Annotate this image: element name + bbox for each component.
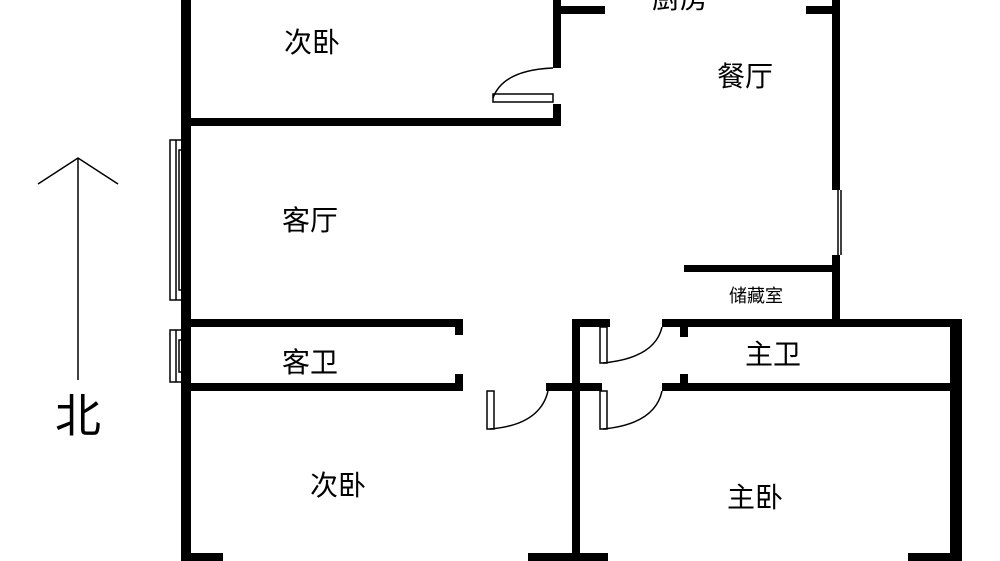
doors <box>486 67 663 430</box>
wall-storage-top <box>684 265 838 272</box>
wall-bottom-mid <box>528 553 608 561</box>
room-label-storage: 储藏室 <box>729 286 783 307</box>
window-living-room <box>169 139 188 301</box>
north-label: 北 <box>55 389 101 443</box>
north-arrow-head-icon <box>37 157 119 185</box>
wall-left-outer <box>181 0 191 561</box>
wall-master-bath-top <box>572 319 610 327</box>
room-label-kitchen: 厨房 <box>652 0 708 15</box>
wall-master-bath-inner-bottom <box>680 374 688 390</box>
wall-right-outer <box>950 319 962 561</box>
walls <box>181 0 962 561</box>
windows <box>169 139 842 383</box>
room-label-dining: 餐厅 <box>717 60 773 93</box>
room-label-bedroom-top: 次卧 <box>284 26 340 59</box>
door-bedroom-top <box>492 67 554 103</box>
wall-bottom-right <box>908 553 962 561</box>
wall-bedroom-bottom-top-right <box>546 383 580 391</box>
wall-guest-bath-bottom <box>181 383 463 391</box>
north-arrow <box>37 157 119 380</box>
window-guest-bath <box>169 329 188 383</box>
wall-guest-bath-right-bottom <box>455 374 463 390</box>
door-master-bath <box>599 326 663 364</box>
wall-guest-bath-top <box>181 319 463 327</box>
wall-master-bath-bottom-left <box>572 383 602 391</box>
room-label-bedroom-bottom: 次卧 <box>310 469 366 502</box>
wall-dining-right <box>832 0 840 190</box>
room-label-master-bath: 主卫 <box>745 338 801 371</box>
wall-storage-right <box>832 255 840 327</box>
wall-bottom-left <box>181 553 223 561</box>
wall-central-vertical <box>572 319 580 561</box>
opening-dining-right <box>837 190 842 255</box>
wall-master-bath-inner-top <box>680 319 688 337</box>
wall-guest-bath-right-top <box>455 319 463 335</box>
door-bedroom-bottom <box>486 390 549 430</box>
wall-master-bath-top-right <box>662 319 962 327</box>
room-label-living: 客厅 <box>282 204 338 237</box>
room-label-master-bedroom: 主卧 <box>727 481 783 514</box>
wall-kitchen-top-right <box>806 6 840 14</box>
room-label-guest-bath: 客卫 <box>282 346 338 379</box>
wall-bedroom-top-right-lower <box>553 104 561 126</box>
wall-bedroom-top-bottom <box>181 118 561 126</box>
door-master-bedroom <box>599 390 663 430</box>
wall-kitchen-top-left <box>553 6 605 14</box>
wall-master-bath-bottom <box>662 383 962 391</box>
wall-bedroom-top-right <box>553 0 561 68</box>
